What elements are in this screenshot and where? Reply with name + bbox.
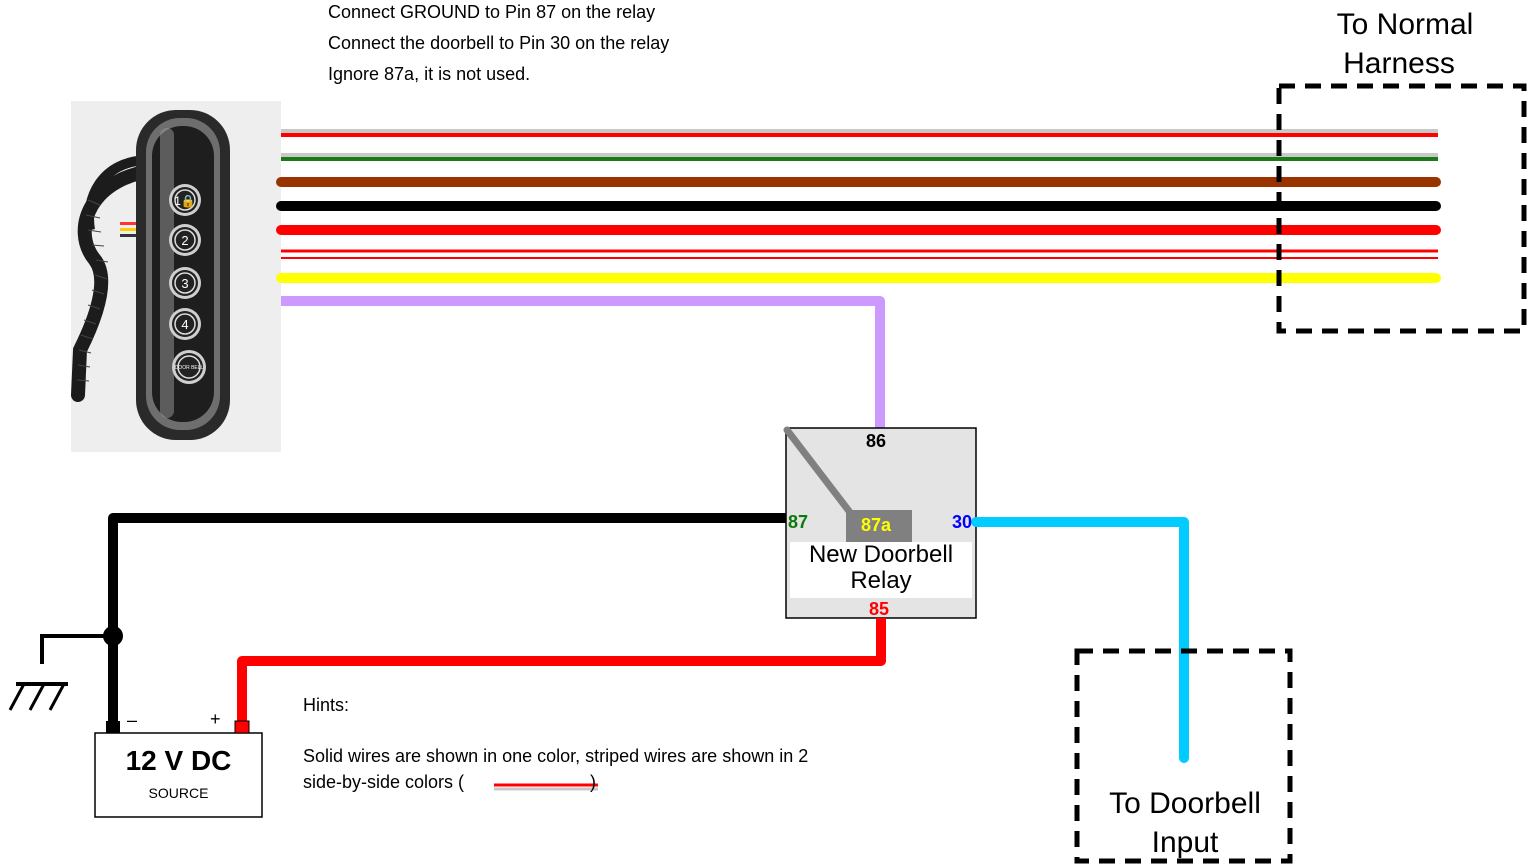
keypad-button-2-label: 2 <box>181 233 188 248</box>
relay-pin-87: 87 <box>788 512 809 532</box>
relay-87a-block <box>846 510 912 542</box>
doorbell-title-line2: Input <box>1151 826 1219 859</box>
wire-gray-red-striped <box>281 129 1438 137</box>
relay-switch-arm <box>783 426 856 519</box>
battery <box>94 720 263 818</box>
relay-label-line1: New Doorbell <box>808 541 954 568</box>
ground-symbol <box>8 634 113 711</box>
battery-negative-terminal <box>106 721 120 733</box>
battery-plus-label: + <box>210 709 221 729</box>
hints-title: Hints: <box>303 695 350 715</box>
hints-line1: Solid wires are shown in one color, stri… <box>303 746 809 766</box>
keypad-button-1: 1🔒 <box>169 184 201 216</box>
wire-lavender-to-pin86 <box>281 296 885 428</box>
harness-title-line1: To Normal <box>1336 8 1474 41</box>
wire-ground-black <box>108 513 786 728</box>
keypad-button-doorbell-label: DOOR BELL <box>175 365 204 371</box>
keypad-button-1-label: 1🔒 <box>174 194 196 208</box>
relay-pin-85: 85 <box>869 599 890 619</box>
relay-pin-30: 30 <box>952 512 973 532</box>
doorbell-title-line1: To Doorbell <box>1109 787 1261 820</box>
wire-red-to-pin85 <box>237 618 886 722</box>
battery-positive-terminal <box>234 720 250 734</box>
keypad-button-3-label: 3 <box>181 276 188 291</box>
battery-voltage: 12 V DC <box>125 745 232 776</box>
harness-title-line2: Harness <box>1343 47 1455 80</box>
keypad-button-2: 2 <box>169 224 201 256</box>
wire-gray-green-striped <box>281 153 1438 161</box>
battery-source-label: SOURCE <box>148 785 209 801</box>
keypad-button-4-label: 4 <box>181 317 188 332</box>
relay-pin-87a: 87a <box>861 515 892 535</box>
harness-wires <box>276 129 1441 283</box>
keypad-button-3: 3 <box>169 267 201 299</box>
instruction-doorbell: Connect the doorbell to Pin 30 on the re… <box>328 33 670 53</box>
wire-white-red-striped <box>281 249 1438 259</box>
doorbell-input-box <box>1074 648 1293 864</box>
keypad-button-doorbell: DOOR BELL <box>172 350 206 384</box>
instruction-ground: Connect GROUND to Pin 87 on the relay <box>328 2 656 22</box>
keypad-photo: 1🔒 2 3 4 DOOR BELL <box>71 101 281 452</box>
relay-pin-86: 86 <box>866 431 887 451</box>
hints-line2: side-by-side colors ( <box>303 772 465 792</box>
keypad-button-4: 4 <box>169 308 201 340</box>
harness-box <box>1276 83 1527 334</box>
striped-wire-sample <box>494 783 598 791</box>
wire-cyan-to-doorbell <box>971 517 1189 763</box>
hints-line2-end: ) <box>590 772 596 792</box>
battery-minus-label: – <box>127 710 138 730</box>
instruction-ignore-87a: Ignore 87a, it is not used. <box>328 64 531 84</box>
relay-label-line2: Relay <box>850 567 912 594</box>
